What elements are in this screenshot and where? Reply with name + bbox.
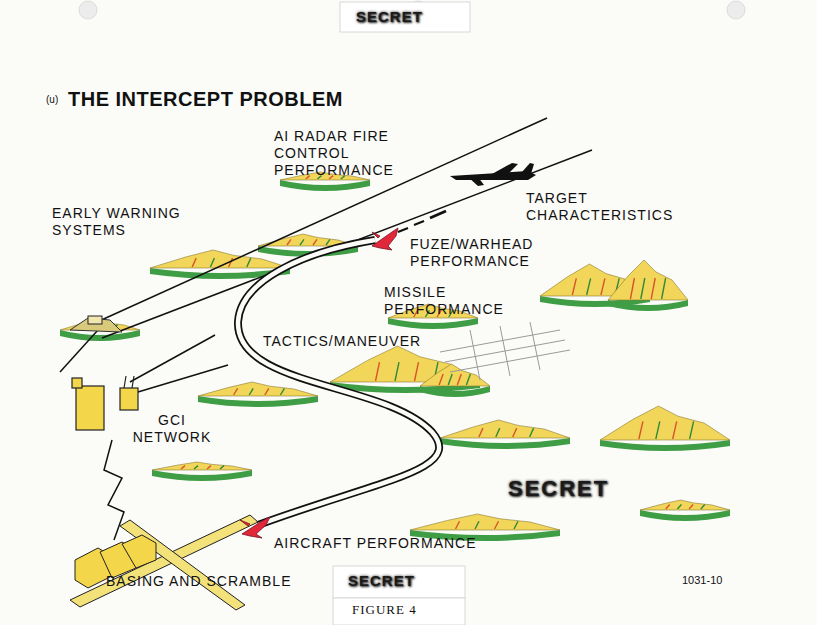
mountain-base bbox=[152, 470, 252, 481]
target-bomber bbox=[450, 163, 536, 186]
mountain-shading bbox=[587, 278, 591, 295]
figure-caption: FIGURE 4 bbox=[352, 602, 417, 618]
mountain-shading bbox=[514, 521, 518, 529]
mountain-base bbox=[440, 438, 570, 449]
mountain-shading bbox=[673, 421, 677, 439]
factor-label: TACTICS/MANEUVER bbox=[263, 333, 421, 350]
mountain-shading bbox=[466, 374, 470, 385]
mountain-base bbox=[388, 318, 478, 329]
mountain-shading bbox=[530, 428, 534, 437]
figure-number: 1031-10 bbox=[682, 574, 722, 587]
mountain-base bbox=[280, 180, 370, 191]
mountain-shading bbox=[475, 521, 479, 529]
mountain-shading bbox=[234, 388, 238, 395]
mountain-shading bbox=[194, 466, 198, 469]
mountain-shading bbox=[287, 239, 291, 245]
mountain-shading bbox=[656, 421, 660, 439]
security-stamp: SECRET bbox=[348, 572, 415, 590]
security-stamp: SECRET bbox=[508, 476, 609, 502]
factor-label: AIRCRAFT PERFORMANCE bbox=[274, 535, 477, 552]
mountain bbox=[608, 260, 688, 300]
mountain-shading bbox=[641, 278, 645, 299]
mountains bbox=[60, 172, 730, 541]
interceptor bbox=[240, 228, 398, 538]
mountain bbox=[198, 382, 318, 396]
mountain-shading bbox=[639, 421, 643, 439]
factor-label: AI RADAR FIRE CONTROL PERFORMANCE bbox=[274, 128, 394, 178]
mountain-shading bbox=[192, 258, 196, 267]
early-warning-site bbox=[70, 316, 122, 332]
factor-label: MISSILE PERFORMANCE bbox=[384, 284, 509, 318]
factor-label: EARLY WARNING SYSTEMS bbox=[52, 205, 197, 239]
mountain-shading bbox=[662, 278, 666, 299]
mountain-shading bbox=[456, 521, 460, 529]
mountain-shading bbox=[249, 388, 253, 395]
mountain bbox=[152, 462, 252, 470]
mountain-shading bbox=[376, 362, 380, 381]
mountain bbox=[600, 406, 730, 440]
airbase bbox=[70, 515, 258, 610]
mountain-shading bbox=[247, 258, 251, 267]
mountain-shading bbox=[300, 239, 304, 245]
mountain-shading bbox=[495, 521, 499, 529]
mountain-shading bbox=[439, 374, 443, 385]
mountain-base bbox=[600, 440, 730, 451]
diagram-title: THE INTERCEPT PROBLEM bbox=[68, 87, 343, 111]
factor-label: TARGET CHARACTERISTICS bbox=[526, 190, 686, 224]
mountain-shading bbox=[479, 428, 483, 437]
factor-label: FUZE/WARHEAD PERFORMANCE bbox=[410, 236, 545, 270]
missile bbox=[398, 211, 446, 232]
grid-field bbox=[440, 322, 570, 380]
mountain bbox=[440, 420, 570, 438]
mountain-shading bbox=[395, 362, 399, 381]
mountain bbox=[640, 500, 730, 510]
mountain-base bbox=[608, 300, 688, 311]
flight-path bbox=[238, 240, 439, 525]
factor-label: GCI NETWORK bbox=[132, 412, 212, 446]
mountain-shading bbox=[265, 388, 269, 395]
mountain-shading bbox=[313, 239, 317, 245]
mountain bbox=[410, 514, 560, 530]
classification-mark: (u) bbox=[46, 94, 58, 106]
mountain-base bbox=[420, 386, 490, 397]
mountain-shading bbox=[572, 278, 576, 295]
mountain-shading bbox=[457, 374, 461, 385]
mountain-shading bbox=[210, 258, 214, 267]
mountain-shading bbox=[689, 505, 693, 510]
mountain-shading bbox=[181, 466, 185, 469]
mountain-shading bbox=[220, 466, 224, 469]
mountain-shading bbox=[448, 374, 452, 385]
mountain-shading bbox=[496, 428, 500, 437]
mountain-shading bbox=[601, 278, 605, 295]
mountain-shading bbox=[690, 421, 694, 439]
security-stamp: SECRET bbox=[356, 8, 423, 26]
mountain-shading bbox=[651, 278, 655, 299]
mountain-shading bbox=[415, 362, 419, 381]
factor-label: BASING AND SCRAMBLE bbox=[106, 573, 292, 590]
gci-buildings bbox=[72, 376, 138, 540]
mountain-shading bbox=[513, 428, 517, 437]
mountain-base bbox=[640, 510, 730, 521]
mountain-shading bbox=[677, 505, 681, 510]
mountain-shading bbox=[280, 388, 284, 395]
mountain-shading bbox=[666, 505, 670, 510]
mountain-shading bbox=[326, 239, 330, 245]
mountain-shading bbox=[207, 466, 211, 469]
mountain-base bbox=[198, 396, 318, 407]
mountain-shading bbox=[630, 278, 634, 299]
mountain-shading bbox=[701, 505, 705, 510]
